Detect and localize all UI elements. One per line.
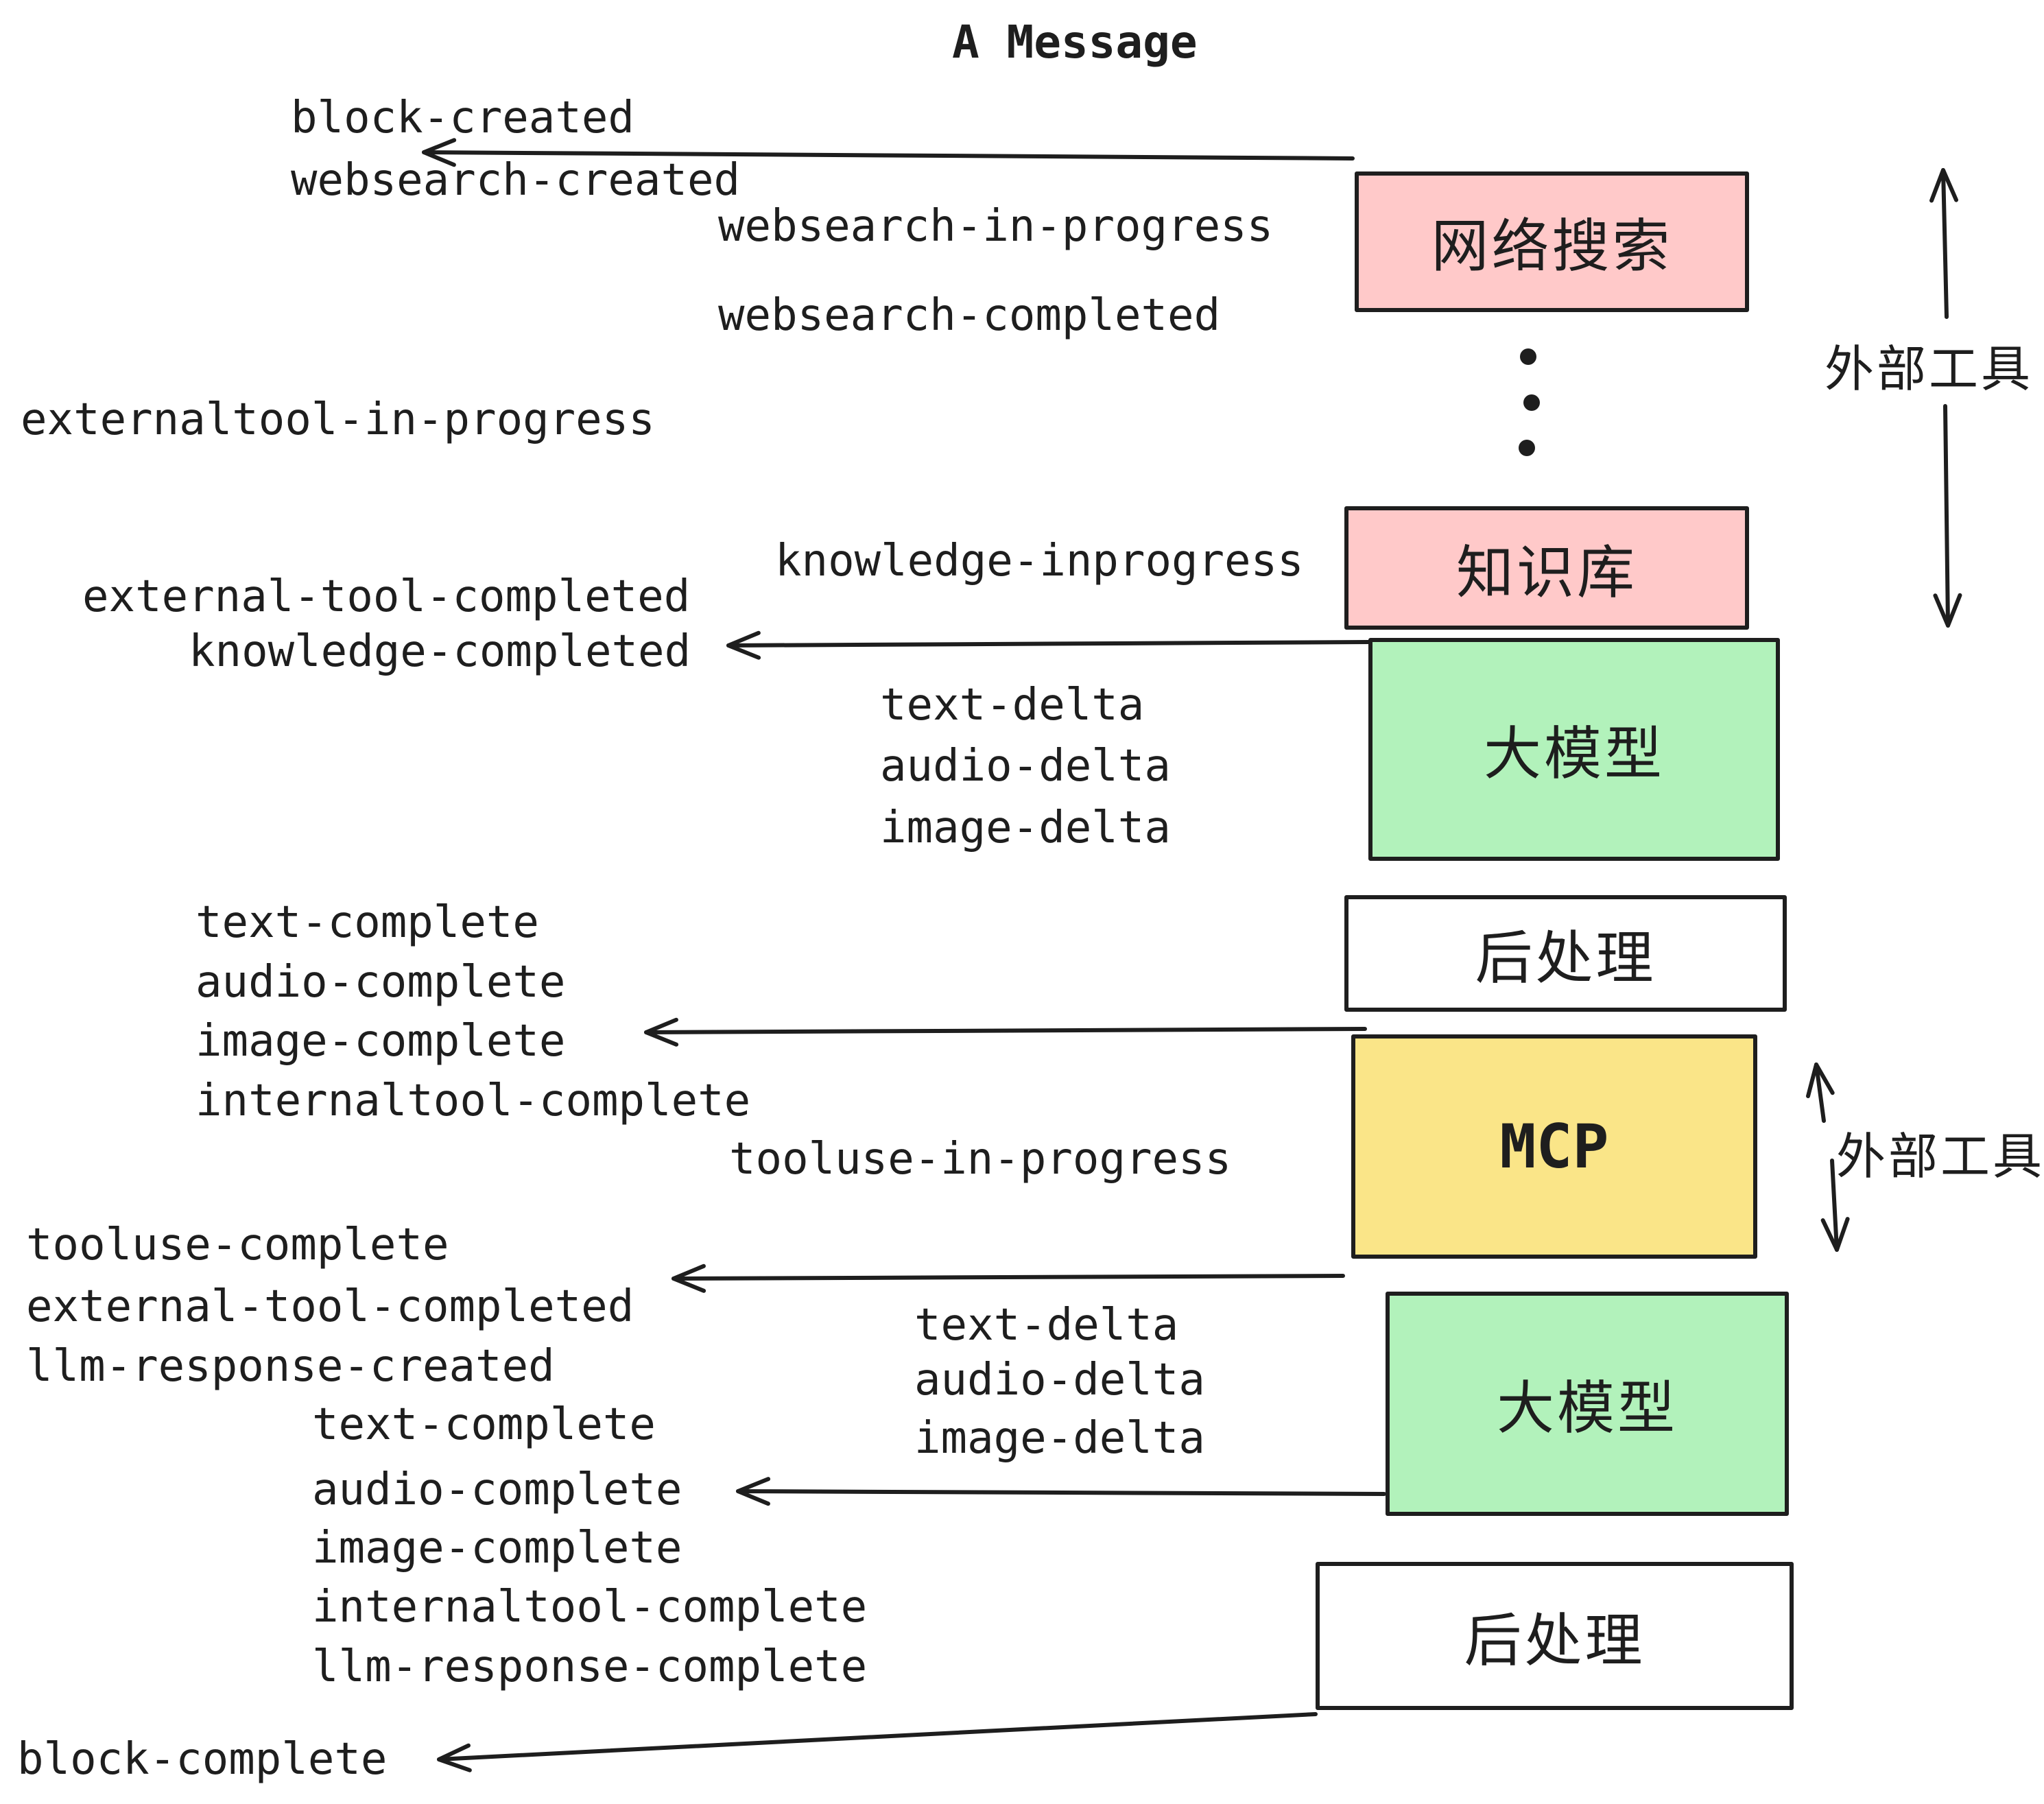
- arrow-knowledge-completed: [726, 630, 1370, 660]
- vertical-ellipsis-dots: [1519, 348, 1540, 456]
- node-postprocess-1-label: 后处理: [1475, 924, 1656, 992]
- event-text-complete-2: text-complete: [312, 1399, 656, 1450]
- side-label-external-tools-top: 外部工具: [1825, 340, 2034, 398]
- node-mcp: MCP: [1351, 1034, 1757, 1259]
- event-image-complete-1: image-complete: [195, 1016, 566, 1067]
- event-internaltool-complete-2: internaltool-complete: [312, 1582, 868, 1633]
- event-text-delta-1: text-delta: [880, 680, 1145, 731]
- arrow-audio-complete-2: [736, 1477, 1386, 1506]
- arrow-external-tools-up-2: [1806, 1063, 1835, 1123]
- event-image-delta-1: image-delta: [880, 803, 1171, 853]
- event-tooluse-in-progress: tooluse-in-progress: [729, 1134, 1232, 1185]
- node-postprocess-2-label: 后处理: [1464, 1606, 1645, 1674]
- event-tooluse-complete: tooluse-complete: [26, 1220, 449, 1270]
- node-mcp-label: MCP: [1499, 1111, 1609, 1182]
- event-websearch-in-progress: websearch-in-progress: [718, 201, 1274, 252]
- event-image-complete-2: image-complete: [312, 1523, 682, 1574]
- arrow-external-tools-down-1: [1933, 404, 1962, 628]
- event-audio-complete-2: audio-complete: [312, 1464, 682, 1515]
- node-llm-2-label: 大模型: [1496, 1375, 1678, 1442]
- event-text-complete-1: text-complete: [195, 897, 539, 948]
- node-knowledge-label: 知识库: [1455, 538, 1637, 606]
- event-externaltool-in-progress: externaltool-in-progress: [21, 394, 655, 445]
- node-llm-1-label: 大模型: [1483, 720, 1665, 787]
- event-external-tool-completed-2: external-tool-completed: [26, 1281, 634, 1332]
- event-image-delta-2: image-delta: [914, 1413, 1205, 1464]
- node-websearch: 网络搜索: [1355, 171, 1749, 312]
- event-block-created: block-created: [291, 93, 634, 143]
- event-llm-response-created: llm-response-created: [26, 1341, 555, 1392]
- diagram-title: A Message: [952, 16, 1198, 69]
- side-label-external-tools-mid: 外部工具: [1836, 1128, 2044, 1185]
- event-internaltool-complete-1: internaltool-complete: [195, 1076, 751, 1126]
- arrow-image-complete-1: [644, 1017, 1367, 1047]
- node-llm-1: 大模型: [1368, 638, 1780, 861]
- event-block-complete: block-complete: [17, 1734, 388, 1785]
- node-websearch-label: 网络搜索: [1431, 213, 1673, 280]
- arrow-external-tools-up-1: [1929, 168, 1959, 319]
- event-audio-complete-1: audio-complete: [195, 957, 566, 1008]
- event-knowledge-inprogress: knowledge-inprogress: [775, 536, 1304, 586]
- arrow-block-complete: [437, 1712, 1318, 1772]
- event-audio-delta-1: audio-delta: [880, 741, 1171, 792]
- event-llm-response-complete: llm-response-complete: [312, 1641, 868, 1692]
- node-llm-2: 大模型: [1386, 1292, 1789, 1516]
- event-websearch-completed: websearch-completed: [718, 290, 1221, 341]
- node-postprocess-2: 后处理: [1316, 1562, 1794, 1710]
- event-audio-delta-2: audio-delta: [914, 1355, 1205, 1405]
- event-knowledge-completed: knowledge-completed: [189, 626, 691, 677]
- event-external-tool-completed-1: external-tool-completed: [82, 571, 691, 622]
- event-websearch-created: websearch-created: [291, 155, 741, 206]
- event-text-delta-2: text-delta: [914, 1300, 1179, 1351]
- node-knowledge: 知识库: [1344, 506, 1749, 630]
- arrow-tooluse-complete: [672, 1263, 1345, 1293]
- node-postprocess-1: 后处理: [1344, 895, 1787, 1012]
